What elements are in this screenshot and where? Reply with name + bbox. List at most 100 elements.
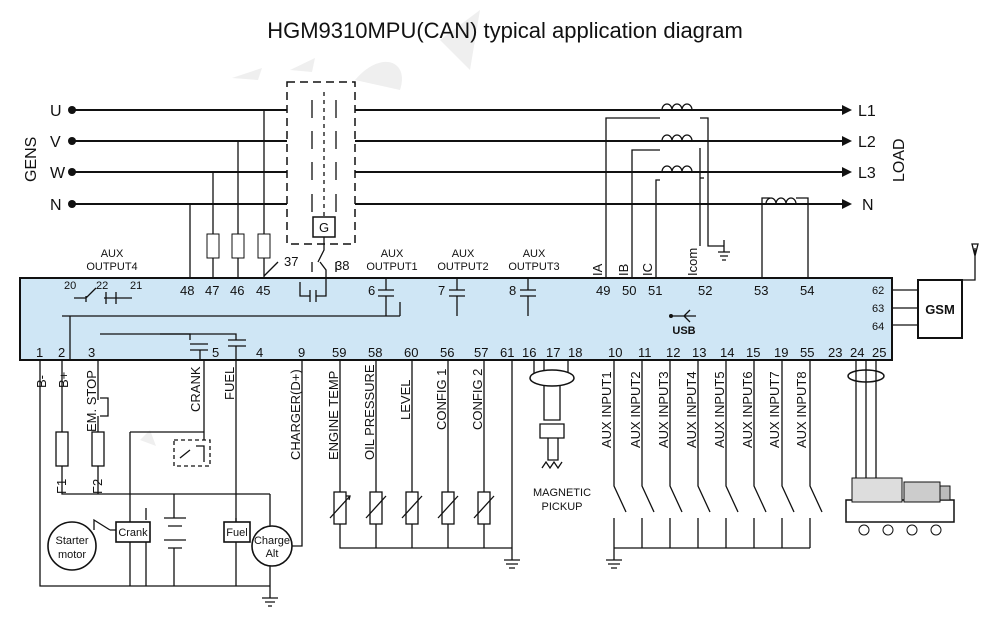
svg-text:25: 25 bbox=[872, 345, 886, 360]
svg-text:IC: IC bbox=[640, 263, 655, 276]
svg-text:W: W bbox=[50, 165, 66, 182]
ct-labels: IA IB IC Icom bbox=[590, 248, 700, 276]
svg-text:ENGINE TEMP: ENGINE TEMP bbox=[326, 371, 341, 460]
load-label: LOAD bbox=[891, 138, 908, 182]
svg-text:18: 18 bbox=[568, 345, 582, 360]
phase-labels-left: U V W N bbox=[50, 103, 66, 214]
fuse-labels: F1 F2 bbox=[54, 479, 105, 494]
svg-text:AUX INPUT1: AUX INPUT1 bbox=[599, 371, 614, 448]
svg-text:Crank: Crank bbox=[118, 527, 148, 539]
svg-text:AUX INPUT5: AUX INPUT5 bbox=[712, 371, 727, 448]
svg-text:CRANK: CRANK bbox=[188, 366, 203, 412]
svg-text:54: 54 bbox=[800, 283, 814, 298]
svg-text:10: 10 bbox=[608, 345, 622, 360]
svg-text:B+: B+ bbox=[56, 372, 71, 388]
aux-input-labels: AUX INPUT1 AUX INPUT2 AUX INPUT3 AUX INP… bbox=[599, 371, 809, 448]
top-terminal-numbers: 48 47 46 45 37 38 6 7 8 49 50 51 52 53 5… bbox=[180, 254, 814, 298]
svg-text:FUEL: FUEL bbox=[222, 367, 237, 400]
svg-text:6: 6 bbox=[368, 283, 375, 298]
svg-text:59: 59 bbox=[332, 345, 346, 360]
aux-input-switches bbox=[606, 360, 823, 569]
svg-text:53: 53 bbox=[754, 283, 768, 298]
svg-text:12: 12 bbox=[666, 345, 680, 360]
svg-text:4: 4 bbox=[256, 345, 263, 360]
svg-text:IB: IB bbox=[616, 264, 631, 276]
svg-text:20: 20 bbox=[64, 280, 76, 292]
svg-text:50: 50 bbox=[622, 283, 636, 298]
svg-text:USB: USB bbox=[672, 325, 695, 337]
svg-text:46: 46 bbox=[230, 283, 244, 298]
svg-text:38: 38 bbox=[335, 258, 349, 273]
right-terminals: 62 63 64 bbox=[872, 285, 884, 333]
crank-relay: Crank bbox=[115, 521, 151, 543]
svg-text:16: 16 bbox=[522, 345, 536, 360]
svg-text:Icom: Icom bbox=[685, 248, 700, 276]
svg-text:22: 22 bbox=[96, 280, 108, 292]
svg-text:14: 14 bbox=[720, 345, 734, 360]
svg-text:AUX INPUT8: AUX INPUT8 bbox=[794, 371, 809, 448]
svg-text:63: 63 bbox=[872, 303, 884, 315]
svg-text:N: N bbox=[862, 197, 874, 214]
genset-icon bbox=[845, 477, 955, 536]
svg-text:AUX INPUT3: AUX INPUT3 bbox=[656, 371, 671, 448]
phase-buses bbox=[68, 105, 852, 209]
svg-text:AUX INPUT4: AUX INPUT4 bbox=[684, 371, 699, 448]
phase-labels-right: L1 L2 L3 N bbox=[858, 103, 876, 214]
svg-text:45: 45 bbox=[256, 283, 270, 298]
svg-text:IA: IA bbox=[590, 263, 605, 276]
svg-text:GSM: GSM bbox=[925, 302, 955, 317]
svg-text:2: 2 bbox=[58, 345, 65, 360]
svg-text:62: 62 bbox=[872, 285, 884, 297]
diagram-title: HGM9310MPU(CAN) typical application diag… bbox=[267, 18, 743, 43]
svg-text:8: 8 bbox=[509, 283, 516, 298]
svg-text:5: 5 bbox=[212, 345, 219, 360]
sensors bbox=[329, 360, 520, 569]
svg-text:60: 60 bbox=[404, 345, 418, 360]
svg-text:AUX INPUT2: AUX INPUT2 bbox=[628, 371, 643, 448]
svg-text:55: 55 bbox=[800, 345, 814, 360]
svg-text:51: 51 bbox=[648, 283, 662, 298]
svg-text:21: 21 bbox=[130, 280, 142, 292]
bottom-vertical-labels: B- B+ EM. STOP CRANK FUEL CHARGER(D+) EN… bbox=[34, 364, 485, 460]
svg-text:13: 13 bbox=[692, 345, 706, 360]
generator-coil-label: G bbox=[319, 220, 329, 235]
svg-text:23: 23 bbox=[828, 345, 842, 360]
svg-text:F1: F1 bbox=[54, 479, 69, 494]
svg-text:CONFIG 2: CONFIG 2 bbox=[470, 369, 485, 430]
svg-text:15: 15 bbox=[746, 345, 760, 360]
gsm-modem: GSM bbox=[892, 243, 979, 339]
can-bus-to-engine bbox=[847, 360, 885, 481]
svg-text:7: 7 bbox=[438, 283, 445, 298]
controller-module bbox=[19, 277, 893, 361]
relay-contacts bbox=[62, 261, 536, 360]
svg-text:11: 11 bbox=[638, 345, 652, 360]
current-transformers bbox=[661, 103, 797, 205]
svg-text:EM. STOP: EM. STOP bbox=[84, 370, 99, 432]
gens-label: GENS bbox=[23, 137, 40, 182]
svg-text:9: 9 bbox=[298, 345, 305, 360]
crank-fuel-relays bbox=[100, 333, 246, 360]
svg-text:B-: B- bbox=[34, 375, 49, 388]
svg-text:CHARGER(D+): CHARGER(D+) bbox=[288, 369, 303, 460]
svg-text:37: 37 bbox=[284, 254, 298, 269]
svg-text:CONFIG 1: CONFIG 1 bbox=[434, 369, 449, 430]
svg-text:Fuel: Fuel bbox=[226, 527, 247, 539]
svg-text:56: 56 bbox=[440, 345, 454, 360]
svg-text:U: U bbox=[50, 103, 62, 120]
usb-icon: USB bbox=[669, 309, 696, 337]
svg-text:47: 47 bbox=[205, 283, 219, 298]
watermark bbox=[140, 10, 480, 446]
svg-text:1: 1 bbox=[36, 345, 43, 360]
svg-text:AUX INPUT7: AUX INPUT7 bbox=[767, 371, 782, 448]
svg-text:61: 61 bbox=[500, 345, 514, 360]
